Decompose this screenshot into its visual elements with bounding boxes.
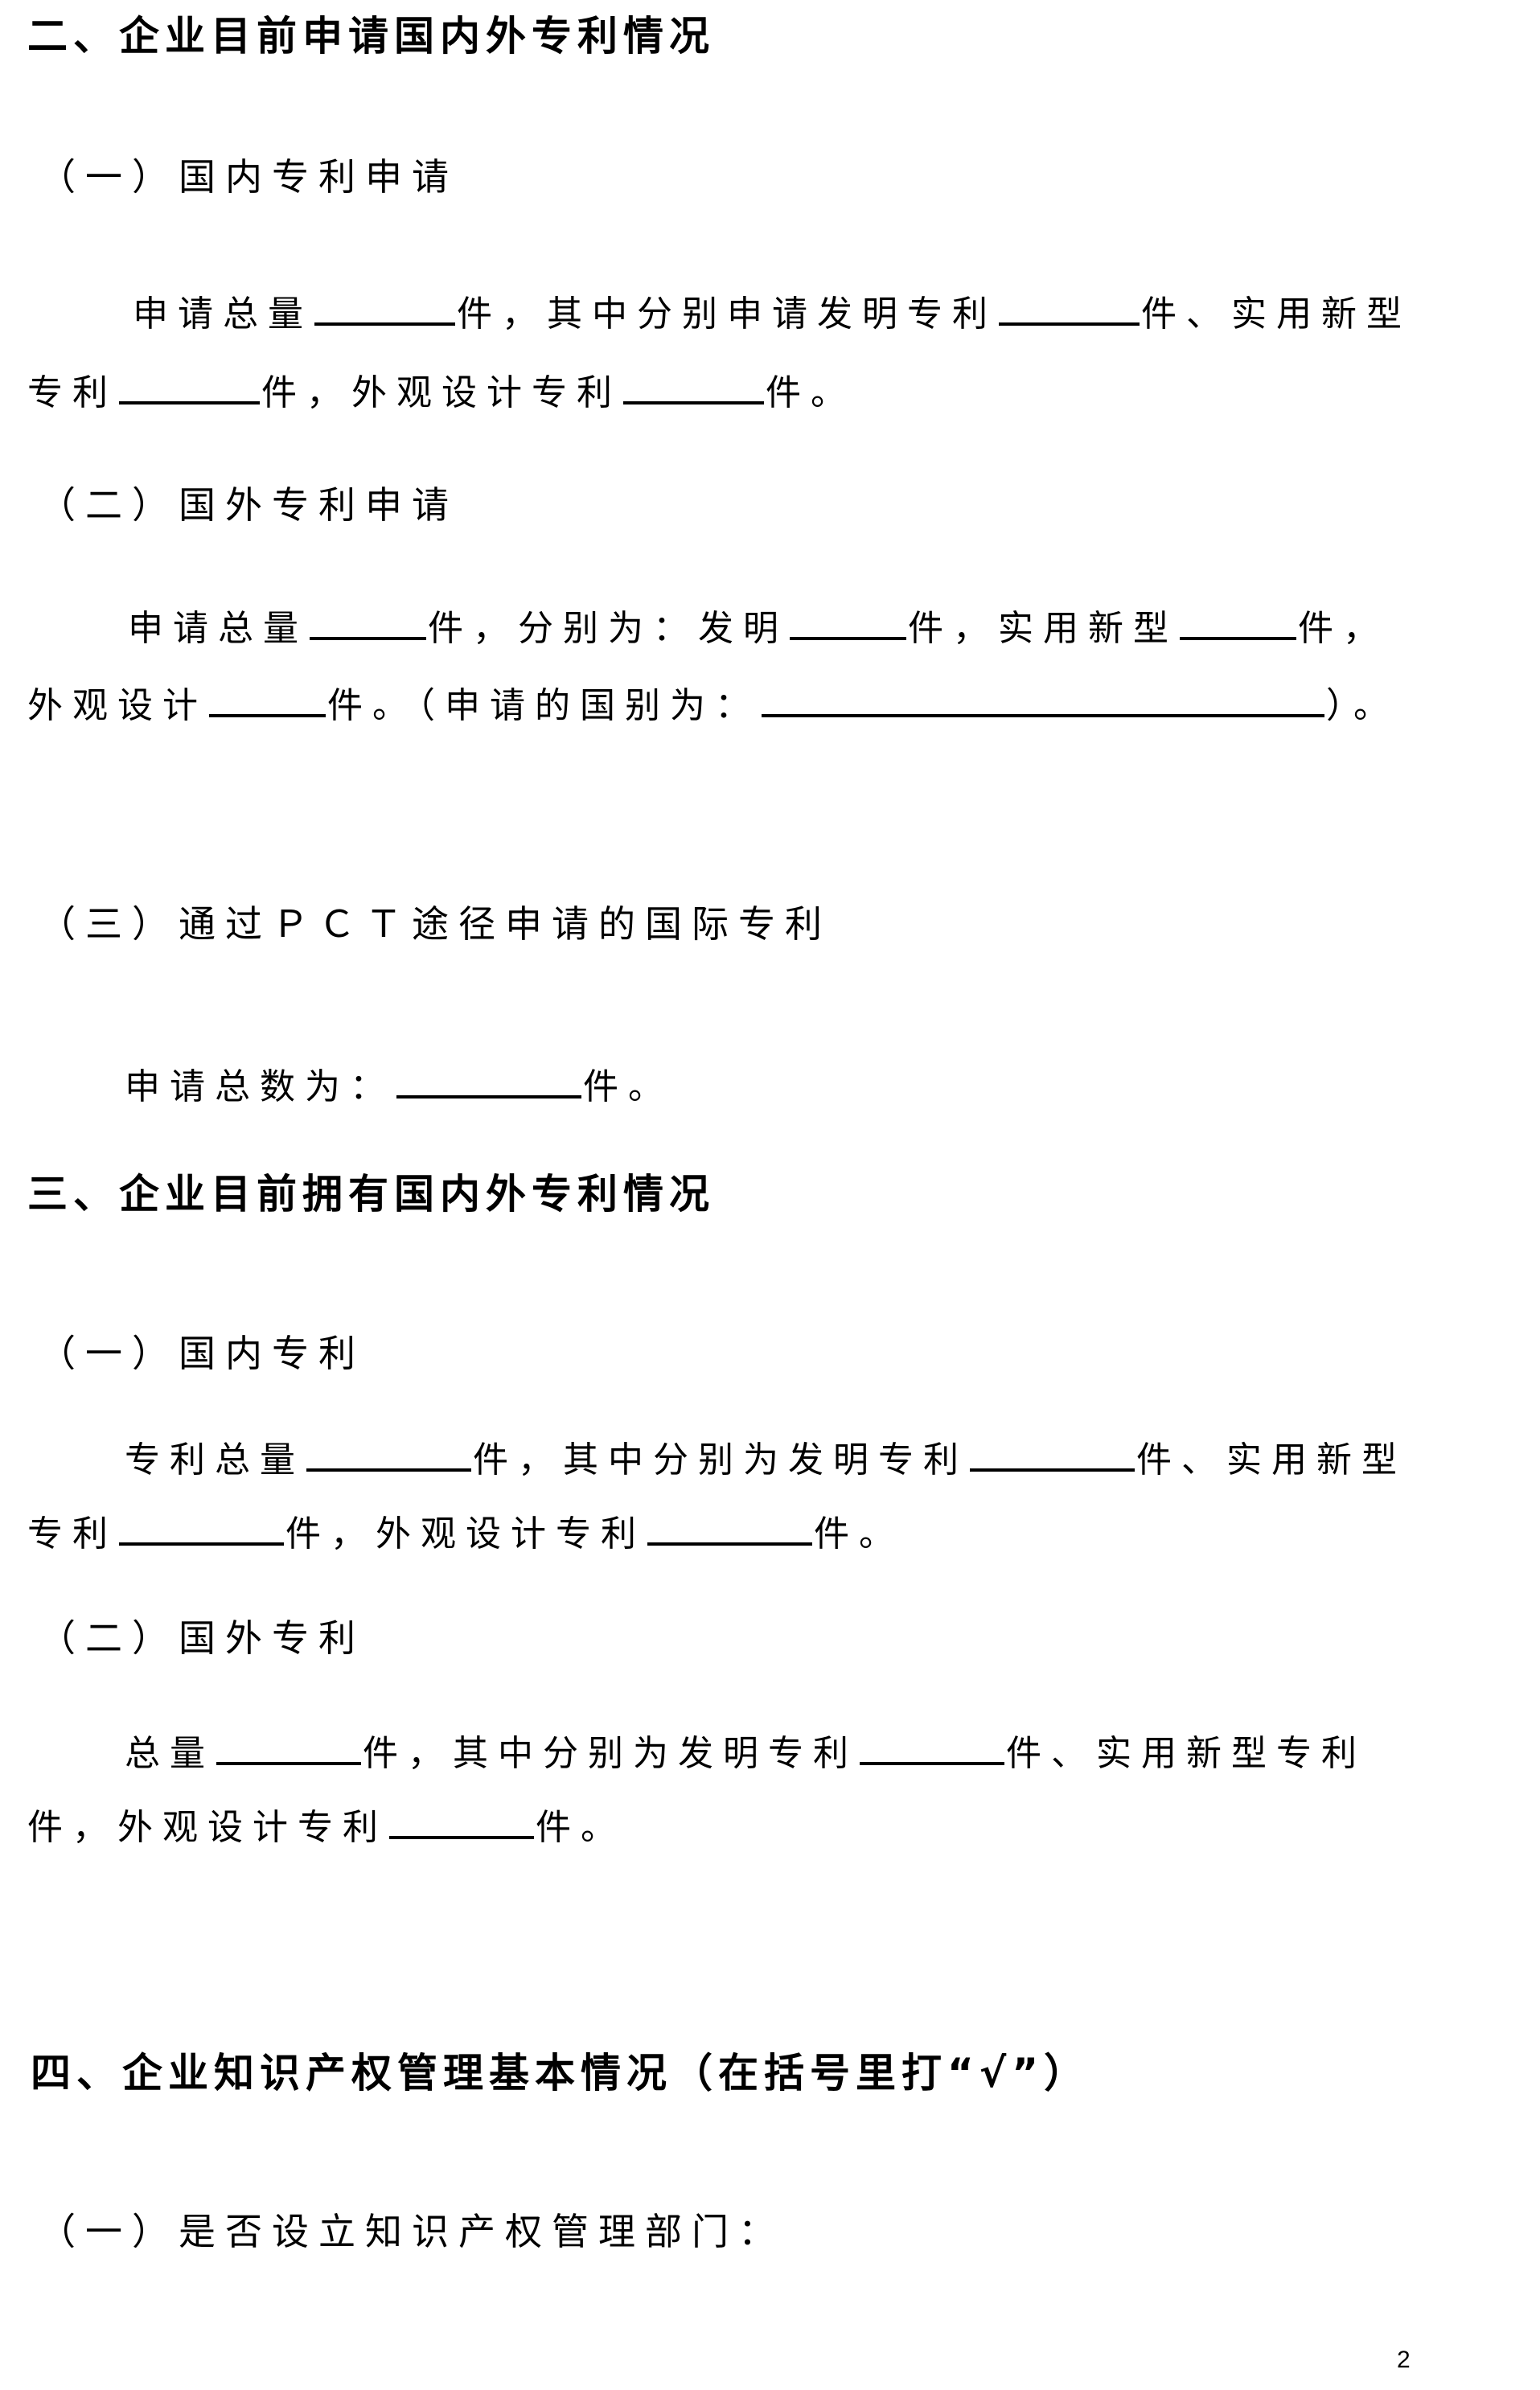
text: 件，分别为：发明	[428, 608, 788, 649]
text: 件，实用新型	[908, 608, 1178, 649]
blank-total-field[interactable]	[314, 290, 455, 326]
text: 件、实用新型	[1136, 1439, 1407, 1480]
section-2-sub1-line2: 专利 件，外观设计专利 件。	[27, 369, 856, 411]
blank-total-field[interactable]	[216, 1730, 361, 1765]
section-2-sub1-line1: 申请总量 件，其中分别申请发明专利 件、实用新型	[133, 290, 1411, 332]
section-2-heading: 二、企业目前申请国内外专利情况	[27, 13, 715, 60]
blank-countries-field[interactable]	[762, 682, 1324, 717]
text: 件，其中分别申请发明专利	[457, 294, 997, 335]
blank-invention-field[interactable]	[970, 1436, 1135, 1472]
text: 件，其中分别为发明专利	[363, 1733, 858, 1774]
blank-utility-field[interactable]	[1180, 605, 1296, 640]
text: 专利	[27, 1513, 117, 1554]
text: 件，外观设计专利	[27, 1807, 388, 1848]
page-number: 2	[1397, 2347, 1411, 2373]
section-2-sub3-title: （三）通过ＰＣＴ途径申请的国际专利	[39, 902, 832, 946]
section-3-sub1-title: （一）国内专利	[39, 1332, 365, 1375]
section-2-sub2-line1: 申请总量 件，分别为：发明 件，实用新型 件，	[128, 605, 1388, 647]
section-4-heading: 四、企业知识产权管理基本情况（在括号里打“√”）	[31, 2050, 1090, 2096]
blank-pct-total-field[interactable]	[396, 1063, 581, 1098]
text: 件。	[814, 1513, 904, 1554]
text: 申请总数为：	[125, 1066, 395, 1107]
blank-design-field[interactable]	[389, 1804, 534, 1839]
section-3-sub2-title: （二）国外专利	[39, 1616, 365, 1660]
text: 申请总量	[133, 294, 313, 335]
text: 件。	[583, 1066, 673, 1107]
text: 外观设计	[27, 685, 207, 726]
text: 件、实用新型专利	[1006, 1733, 1366, 1774]
blank-design-field[interactable]	[623, 369, 764, 404]
text: 件。	[766, 372, 856, 413]
blank-utility-field[interactable]	[119, 1510, 284, 1546]
text: 件。	[536, 1807, 626, 1848]
blank-utility-field[interactable]	[119, 369, 260, 404]
blank-design-field[interactable]	[647, 1510, 812, 1546]
section-3-sub1-line1: 专利总量 件，其中分别为发明专利 件、实用新型	[125, 1436, 1407, 1478]
section-3-sub2-line2: 件，外观设计专利 件。	[27, 1804, 626, 1846]
section-3-heading: 三、企业目前拥有国内外专利情况	[27, 1171, 715, 1218]
blank-invention-field[interactable]	[790, 605, 906, 640]
text: 件，	[1298, 608, 1388, 649]
section-4-sub1-title: （一）是否设立知识产权管理部门：	[39, 2210, 785, 2253]
text: 件、实用新型	[1141, 294, 1411, 335]
section-2-sub2-title: （二）国外专利申请	[39, 483, 458, 527]
section-3-sub1-line2: 专利 件，外观设计专利 件。	[27, 1510, 904, 1552]
blank-invention-field[interactable]	[999, 290, 1140, 326]
text: 总量	[125, 1733, 215, 1774]
text: 件，外观设计专利	[261, 372, 622, 413]
text: ）。	[1326, 685, 1398, 726]
blank-total-field[interactable]	[310, 605, 426, 640]
text: 申请总量	[128, 608, 308, 649]
text: 件，外观设计专利	[285, 1513, 646, 1554]
text: 专利总量	[125, 1439, 305, 1480]
blank-invention-field[interactable]	[860, 1730, 1004, 1765]
blank-design-field[interactable]	[209, 682, 326, 717]
section-2-sub3-line1: 申请总数为： 件。	[125, 1063, 673, 1105]
section-2-sub2-line2: 外观设计 件。（申请的国别为： ）。	[27, 682, 1398, 724]
text: 专利	[27, 372, 117, 413]
text: 件，其中分别为发明专利	[473, 1439, 968, 1480]
blank-total-field[interactable]	[306, 1436, 471, 1472]
section-3-sub2-line1: 总量 件，其中分别为发明专利 件、实用新型专利	[125, 1730, 1366, 1772]
text: 件。（申请的国别为：	[327, 685, 760, 726]
section-2-sub1-title: （一）国内专利申请	[39, 155, 458, 199]
